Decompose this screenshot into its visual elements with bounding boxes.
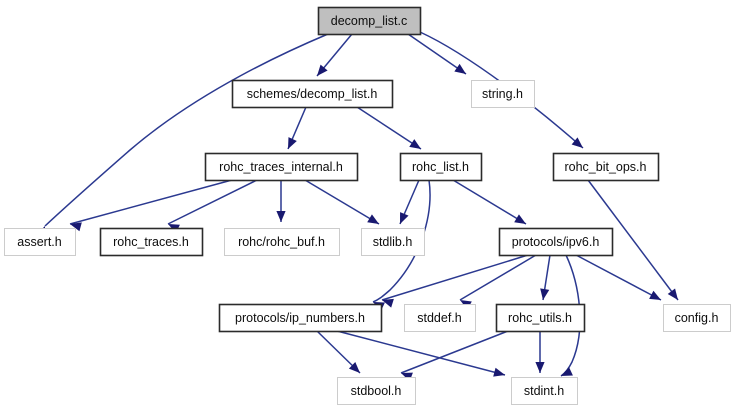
edge-protocols_ipv6_h-to-protocols_ip_numbers_h bbox=[381, 254, 529, 308]
node-rohc_bit_ops_h[interactable]: rohc_bit_ops.h bbox=[552, 152, 660, 182]
node-stddef_h[interactable]: stddef.h bbox=[404, 304, 476, 332]
node-schemes_decomp_list_h[interactable]: schemes/decomp_list.h bbox=[231, 79, 394, 109]
node-box[interactable] bbox=[511, 377, 578, 405]
edge-arrowhead bbox=[400, 212, 409, 224]
node-box[interactable] bbox=[99, 227, 204, 257]
edge-line bbox=[304, 179, 380, 225]
edge-arrowhead bbox=[454, 63, 466, 74]
node-box[interactable] bbox=[317, 6, 422, 36]
edge-decomp_list_c-to-schemes_decomp_list_h bbox=[316, 33, 353, 77]
node-box[interactable] bbox=[495, 303, 586, 333]
edge-arrowhead bbox=[561, 367, 573, 376]
edge-schemes_decomp_list_h-to-rohc_traces_internal_h bbox=[287, 106, 307, 150]
edge-line bbox=[381, 254, 529, 301]
node-box[interactable] bbox=[337, 377, 416, 405]
node-stdint_h[interactable]: stdint.h bbox=[511, 377, 578, 405]
edge-arrowhead bbox=[535, 362, 545, 373]
edge-arrowhead bbox=[409, 139, 421, 149]
node-config_h[interactable]: config.h bbox=[663, 304, 731, 332]
node-box[interactable] bbox=[498, 227, 614, 257]
node-rohc_list_h[interactable]: rohc_list.h bbox=[399, 152, 483, 182]
edge-arrowhead bbox=[667, 288, 678, 300]
node-box[interactable] bbox=[552, 152, 660, 182]
node-stdlib_h[interactable]: stdlib.h bbox=[361, 228, 425, 256]
edge-protocols_ipv6_h-to-stdint_h bbox=[560, 254, 581, 377]
node-box[interactable] bbox=[4, 228, 76, 256]
edge-rohc_traces_internal_h-to-rohc_rohc_buf_h bbox=[276, 180, 286, 222]
edge-arrowhead bbox=[382, 298, 394, 308]
edges-layer bbox=[36, 31, 679, 382]
node-box[interactable] bbox=[204, 152, 359, 182]
node-box[interactable] bbox=[361, 228, 425, 256]
node-assert_h[interactable]: assert.h bbox=[4, 228, 76, 256]
node-box[interactable] bbox=[218, 303, 383, 333]
edge-protocols_ip_numbers_h-to-stdbool_h bbox=[316, 330, 361, 374]
edge-rohc_list_h-to-stdlib_h bbox=[399, 179, 420, 225]
edge-line bbox=[44, 33, 329, 227]
node-box[interactable] bbox=[471, 80, 535, 108]
edge-rohc_utils_h-to-stdint_h bbox=[535, 331, 545, 373]
edge-arrowhead bbox=[493, 367, 505, 377]
edge-line bbox=[452, 179, 527, 225]
node-rohc_traces_h[interactable]: rohc_traces.h bbox=[99, 227, 204, 257]
edge-arrowhead bbox=[276, 211, 286, 222]
node-protocols_ip_numbers_h[interactable]: protocols/ip_numbers.h bbox=[218, 303, 383, 333]
node-rohc_rohc_buf_h[interactable]: rohc/rohc_buf.h bbox=[224, 228, 340, 256]
node-box[interactable] bbox=[404, 304, 476, 332]
node-protocols_ipv6_h[interactable]: protocols/ipv6.h bbox=[498, 227, 614, 257]
node-box[interactable] bbox=[663, 304, 731, 332]
edge-protocols_ipv6_h-to-stddef_h bbox=[459, 254, 537, 310]
edge-arrowhead bbox=[317, 64, 328, 76]
edge-protocols_ip_numbers_h-to-stdint_h bbox=[336, 330, 506, 377]
edge-arrowhead bbox=[571, 137, 583, 148]
edge-line bbox=[69, 179, 233, 225]
edge-line bbox=[407, 33, 467, 75]
edge-arrowhead bbox=[367, 214, 379, 224]
edge-arrowhead bbox=[540, 288, 550, 300]
node-box[interactable] bbox=[224, 228, 340, 256]
edge-line bbox=[372, 179, 431, 303]
edge-schemes_decomp_list_h-to-rohc_list_h bbox=[356, 106, 422, 150]
edge-protocols_ipv6_h-to-config_h bbox=[575, 254, 662, 301]
node-stdbool_h[interactable]: stdbool.h bbox=[337, 377, 416, 405]
edge-line bbox=[356, 106, 422, 150]
node-rohc_utils_h[interactable]: rohc_utils.h bbox=[495, 303, 586, 333]
edge-rohc_traces_internal_h-to-stdlib_h bbox=[304, 179, 380, 225]
edge-decomp_list_c-to-assert_h bbox=[36, 33, 329, 238]
edge-protocols_ipv6_h-to-rohc_utils_h bbox=[540, 254, 551, 301]
edge-line bbox=[167, 179, 258, 225]
edge-rohc_traces_internal_h-to-assert_h bbox=[69, 179, 233, 232]
edge-line bbox=[400, 330, 509, 374]
edge-rohc_list_h-to-protocols_ipv6_h bbox=[452, 179, 527, 225]
edge-arrowhead bbox=[70, 222, 82, 232]
edge-arrowhead bbox=[348, 362, 360, 373]
node-decomp_list_c[interactable]: decomp_list.c bbox=[317, 6, 422, 36]
edge-line bbox=[575, 254, 662, 301]
edge-rohc_bit_ops_h-to-config_h bbox=[587, 179, 679, 301]
edge-line bbox=[336, 330, 506, 376]
node-string_h[interactable]: string.h bbox=[471, 80, 535, 108]
nodes-layer: decomp_list.c schemes/decomp_list.h string… bbox=[4, 6, 731, 405]
edge-rohc_traces_internal_h-to-rohc_traces_h bbox=[167, 179, 258, 233]
edge-arrowhead bbox=[288, 137, 297, 149]
edge-rohc_utils_h-to-stdbool_h bbox=[400, 330, 509, 382]
node-box[interactable] bbox=[231, 79, 394, 109]
edge-line bbox=[459, 254, 537, 301]
node-rohc_traces_internal_h[interactable]: rohc_traces_internal.h bbox=[204, 152, 359, 182]
edge-arrowhead bbox=[649, 290, 661, 300]
edge-line bbox=[587, 179, 679, 301]
edge-decomp_list_c-to-string_h bbox=[407, 33, 467, 75]
node-box[interactable] bbox=[399, 152, 483, 182]
edge-arrowhead bbox=[514, 214, 526, 224]
